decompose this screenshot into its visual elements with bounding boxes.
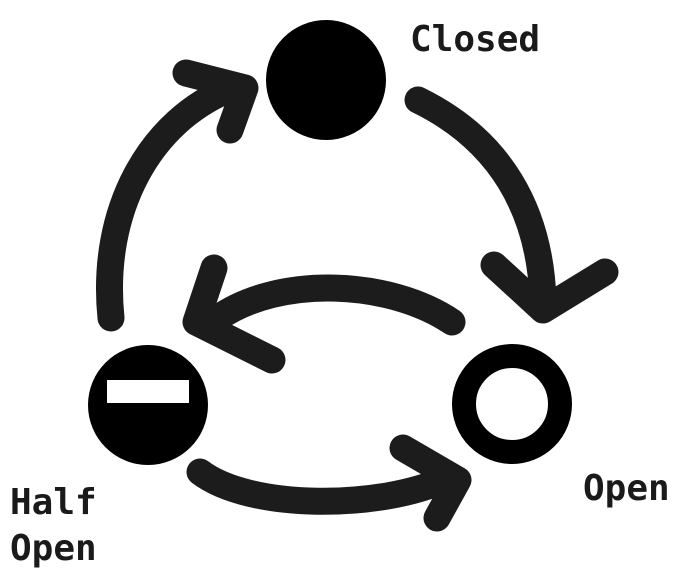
arrow-half-open-to-open <box>186 434 472 532</box>
arrow-half-open-to-closed <box>96 59 259 332</box>
half-open-state-node <box>88 345 208 465</box>
open-state-node <box>452 344 572 464</box>
arrow-open-to-half-open <box>182 254 466 374</box>
half-open-state-label: Half Open <box>10 482 97 569</box>
arrow-closed-to-open <box>404 86 619 324</box>
open-state-label: Open <box>583 468 670 509</box>
closed-state-node <box>266 20 386 140</box>
closed-state-label: Closed <box>410 19 541 60</box>
